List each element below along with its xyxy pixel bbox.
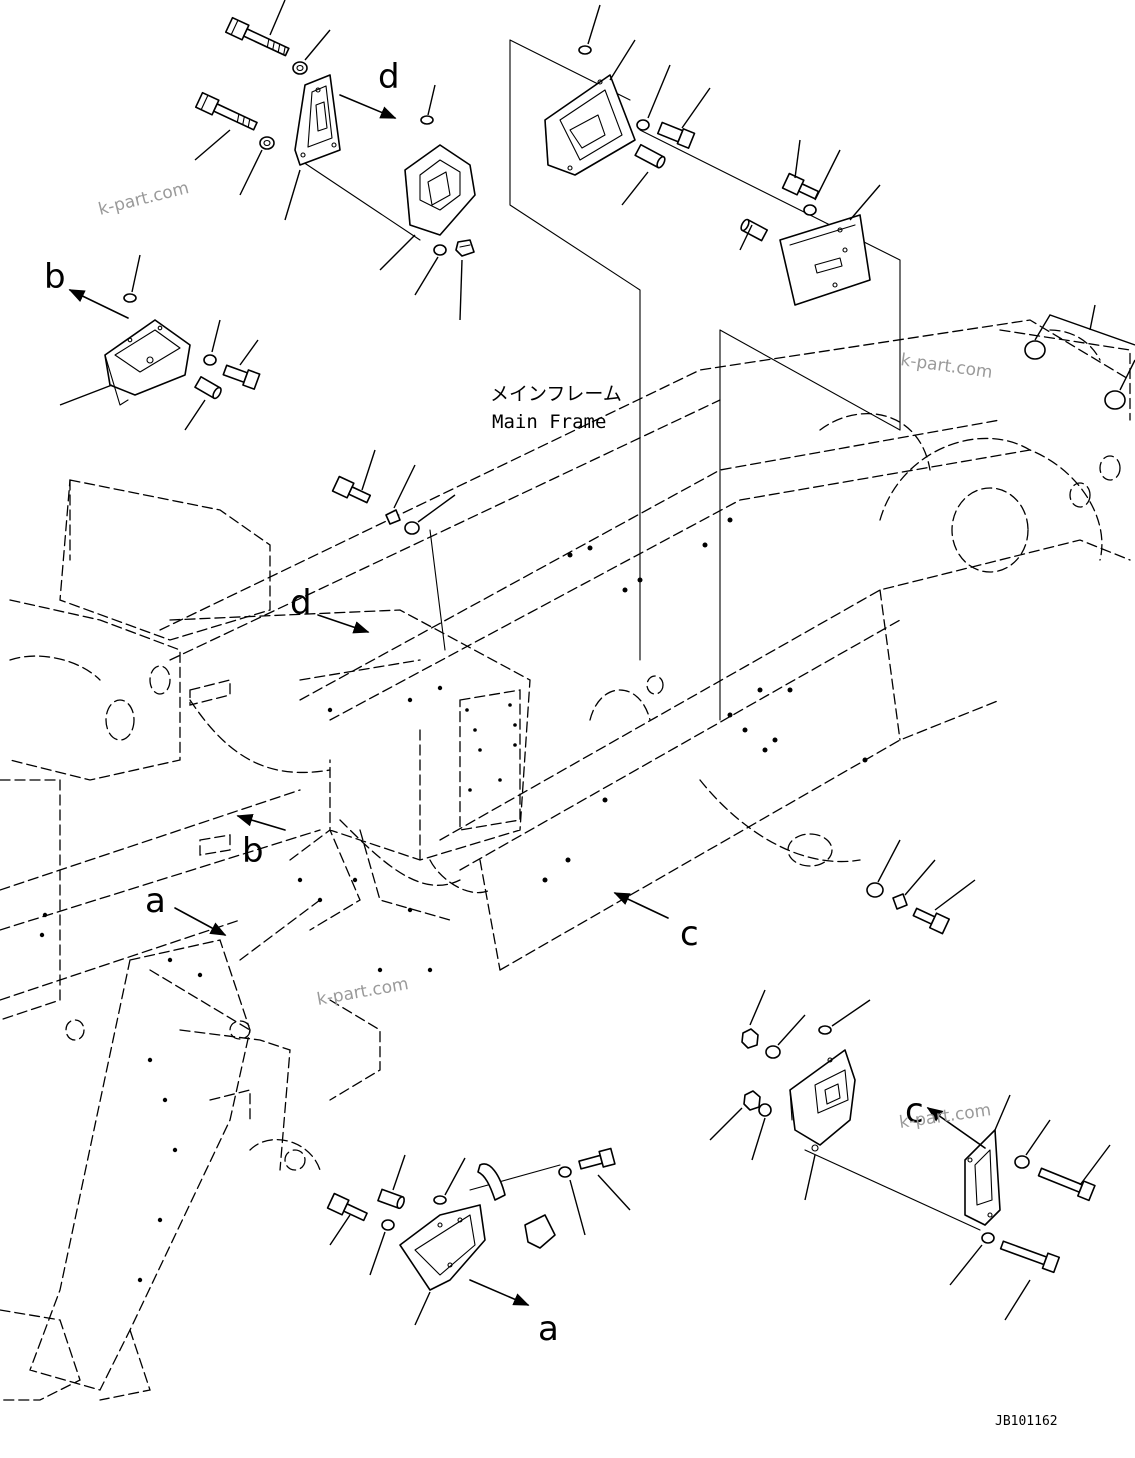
watermark-3: k-part.com	[315, 974, 410, 1010]
view-letter-a-bottom: a	[538, 1309, 559, 1349]
bracket-group-a	[326, 1147, 631, 1326]
bracket-group-upper-middle	[544, 4, 711, 206]
bracket-group-upper-right	[739, 139, 881, 306]
view-letter-a-top: a	[145, 881, 166, 921]
bracket-group-d	[194, 0, 476, 321]
frame-bolt-holes	[39, 517, 868, 1283]
view-letter-d-top: d	[378, 57, 400, 97]
frame-view-arrows	[174, 614, 669, 936]
watermark-1: k-part.com	[96, 178, 191, 220]
main-frame-label-japanese: メインフレーム	[490, 383, 622, 405]
bracket-group-b	[59, 254, 261, 431]
main-frame-outline	[0, 319, 1131, 1401]
view-letter-d-mid: d	[290, 583, 312, 623]
o-ring-pair	[1024, 304, 1135, 410]
right-mid-bolt-group	[866, 839, 976, 935]
view-letter-c-top: c	[905, 1091, 924, 1131]
watermark-2: k-part.com	[899, 350, 993, 383]
main-frame-label-english: Main Frame	[492, 411, 606, 433]
view-letter-b-top: b	[44, 257, 66, 297]
view-letter-c-mid: c	[680, 914, 699, 954]
assembly-leader-lines	[299, 39, 981, 1231]
view-letter-b-mid: b	[242, 831, 264, 871]
bracket-group-c	[709, 989, 1111, 1321]
mid-bolt-group	[331, 449, 456, 535]
drawing-code: JB101162	[995, 1414, 1058, 1429]
